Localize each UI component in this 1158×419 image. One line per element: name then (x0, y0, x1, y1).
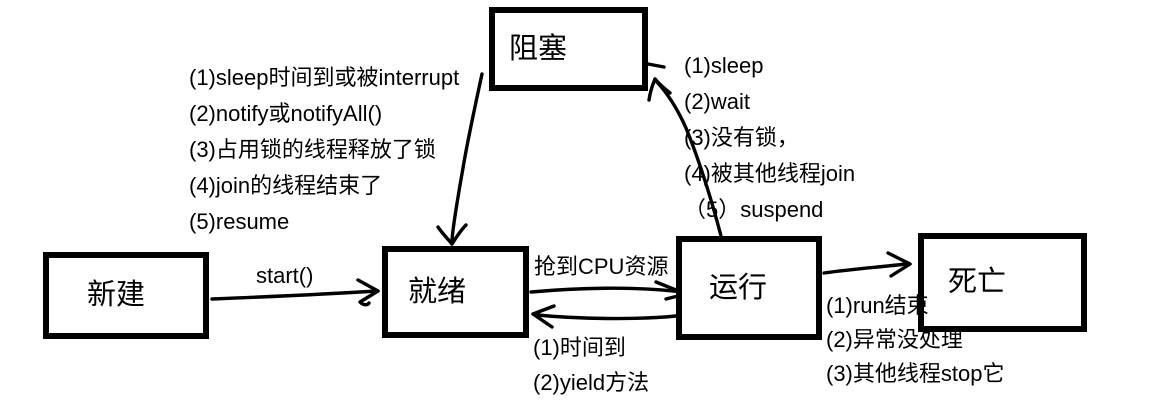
label-grab-cpu: 抢到CPU资源 (534, 254, 669, 279)
node-ready-label: 就绪 (408, 275, 467, 308)
node-blocked-label: 阻塞 (509, 32, 568, 65)
node-running: 运行 (676, 236, 822, 340)
note-line: (3)其他线程stop它 (826, 361, 1005, 386)
label-running-to-ready: (1)时间到 (2)yield方法 (533, 330, 649, 400)
note-line: (2)yield方法 (533, 370, 650, 395)
arrow-blocked-to-ready (436, 72, 484, 246)
arrow-running-to-ready (531, 304, 678, 329)
node-dead-label: 死亡 (948, 266, 1007, 298)
node-running-label: 运行 (709, 271, 768, 304)
note-line: (2)notify或notifyAll() (189, 101, 383, 126)
arrow-start (210, 278, 380, 307)
note-line: (3)没有锁， (684, 125, 799, 150)
node-new: 新建 (43, 252, 209, 339)
label-running-to-dead: (1)run结束 (2)异常没处理 (3)其他线程stop它 (826, 289, 1004, 391)
note-line: (5)resume (189, 209, 290, 234)
label-start: start() (256, 263, 314, 288)
note-line: (1)sleep (684, 53, 764, 78)
arrow-running-to-blocked (647, 77, 723, 238)
note-line: (4)join的线程结束了 (189, 173, 383, 198)
node-new-label: 新建 (87, 279, 146, 311)
note-line: (2)wait (684, 89, 751, 114)
note-line: (2)异常没处理 (826, 327, 963, 352)
note-line: (4)被其他线程join (684, 161, 856, 186)
note-line: (1)sleep时间到或被interrupt (189, 65, 460, 90)
node-blocked: 阻塞 (489, 7, 648, 91)
arrow-ready-to-running (529, 280, 688, 301)
label-running-to-blocked: (1)sleep (2)wait (3)没有锁， (4)被其他线程join （5… (684, 48, 855, 228)
note-line: (1)run结束 (826, 293, 929, 318)
node-ready: 就绪 (382, 246, 529, 338)
note-line: （5）suspend (684, 197, 824, 222)
dash-mark (646, 62, 666, 69)
note-line: (3)占用锁的线程释放了锁 (189, 137, 436, 162)
arrow-running-to-dead (822, 251, 912, 278)
label-blocked-to-ready: (1)sleep时间到或被interrupt (2)notify或notifyA… (189, 60, 459, 240)
note-line: (1)时间到 (533, 335, 626, 360)
node-dead: 死亡 (918, 233, 1087, 332)
